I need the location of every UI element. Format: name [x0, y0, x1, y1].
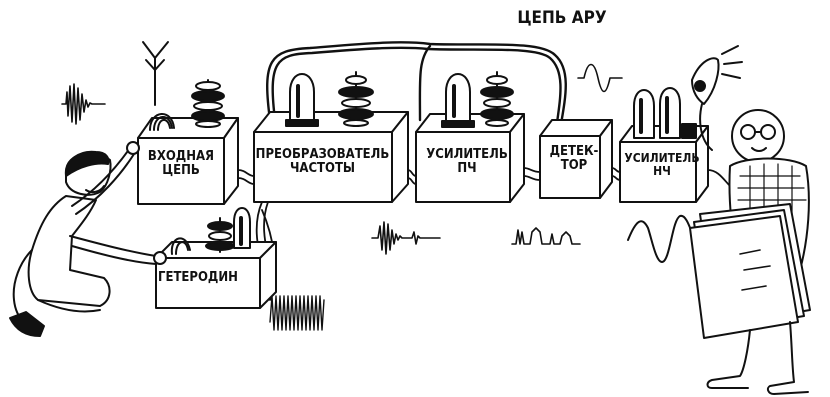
vacuum-tube-icon: [234, 208, 250, 248]
variable-capacitor-icon: [192, 80, 224, 127]
af-amplifier-box: [620, 88, 708, 202]
detector-signal-waveform: [512, 228, 580, 244]
oscillator-box: [156, 208, 276, 308]
if-signal-waveform: [372, 222, 440, 254]
rf-signal-waveform: [62, 84, 105, 124]
af-amplifier-label: УСИЛИТЕЛЬ НЧ: [622, 152, 702, 177]
detector-label-line1: ДЕТЕК-: [544, 145, 604, 159]
converter-label: ПРЕОБРАЗОВАТЕЛЬ ЧАСТОТЫ: [255, 148, 390, 175]
agc-label: ЦЕПЬ АРУ: [512, 10, 612, 28]
converter-box: [254, 72, 408, 202]
variable-capacitor-icon: [339, 72, 373, 126]
oscillator-label: ГЕТЕРОДИН: [158, 271, 258, 285]
oscillator-signal-waveform: [270, 296, 324, 330]
af-amplifier-label-line2: НЧ: [622, 165, 702, 178]
if-amplifier-label-line1: УСИЛИТЕЛЬ: [418, 148, 516, 162]
input-circuit-label-line1: ВХОДНАЯ: [140, 150, 222, 164]
input-circuit-box: [138, 80, 238, 204]
detector-label: ДЕТЕК- ТОР: [544, 145, 604, 172]
vacuum-tube-icon: [660, 88, 680, 138]
converter-label-line2: ЧАСТОТЫ: [255, 162, 390, 176]
af-output-waveform: [578, 65, 622, 92]
input-circuit-label-line2: ЦЕПЬ: [140, 164, 222, 178]
detector-label-line2: ТОР: [544, 159, 604, 173]
input-circuit-label: ВХОДНАЯ ЦЕПЬ: [140, 150, 222, 177]
af-amplifier-label-line1: УСИЛИТЕЛЬ: [622, 152, 702, 165]
variable-capacitor-icon: [206, 218, 234, 252]
if-amplifier-label: УСИЛИТЕЛЬ ПЧ: [418, 148, 516, 175]
vacuum-tube-icon: [634, 90, 654, 138]
vacuum-tube-icon: [286, 74, 318, 126]
if-amplifier-label-line2: ПЧ: [418, 162, 516, 176]
vacuum-tube-icon: [442, 74, 474, 127]
variable-capacitor-icon: [481, 72, 513, 126]
antenna-icon: [143, 42, 168, 105]
audio-signal-waveform: [628, 216, 694, 262]
if-amplifier-box: [416, 72, 524, 202]
converter-label-line1: ПРЕОБРАЗОВАТЕЛЬ: [255, 148, 390, 162]
